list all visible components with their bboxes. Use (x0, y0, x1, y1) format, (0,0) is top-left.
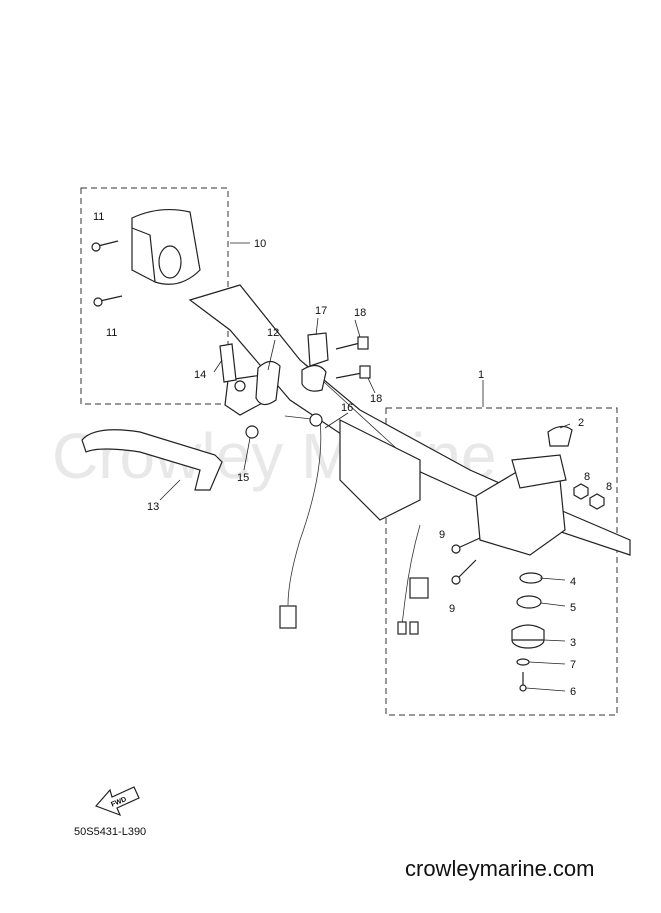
callout-17: 17 (315, 305, 327, 317)
callout-4: 4 (570, 576, 576, 588)
leader-lines (159, 242, 571, 692)
nut-8-left (573, 483, 589, 500)
callout-8-left: 8 (584, 471, 590, 483)
website-link[interactable]: crowleymarine.com (405, 856, 595, 881)
screw-9-upper (451, 537, 481, 554)
fwd-arrow-icon: FWD (94, 786, 140, 817)
screw-11-lower (93, 295, 123, 307)
switch-knob (511, 624, 545, 649)
screw-9-lower (451, 559, 477, 585)
diagram-code: 50S5431-L390 (74, 826, 147, 838)
bolt-18-lower (335, 365, 371, 379)
callout-13: 13 (147, 501, 159, 513)
callout-2: 2 (578, 417, 584, 429)
clamp (255, 360, 281, 406)
washer-4 (519, 572, 543, 584)
callout-16: 16 (341, 402, 353, 414)
callout-11-lower: 11 (106, 327, 117, 339)
callout-15: 15 (237, 472, 249, 484)
screw-6 (519, 672, 527, 692)
bolt-18-upper (335, 336, 369, 350)
washer-5 (516, 595, 542, 609)
button-cap (547, 425, 573, 447)
callout-9-lower: 9 (449, 603, 455, 615)
handlebar (188, 284, 631, 556)
callout-3: 3 (570, 637, 576, 649)
callout-5: 5 (570, 602, 576, 614)
callout-9-upper: 9 (439, 529, 445, 541)
callout-1: 1 (478, 369, 484, 381)
callout-8-right: 8 (606, 481, 612, 493)
wire-harness (279, 413, 323, 629)
switch-cover (131, 208, 201, 285)
screw-11-upper (91, 240, 119, 252)
callout-14: 14 (194, 369, 206, 381)
callout-18-lower: 18 (370, 393, 382, 405)
callout-7: 7 (570, 659, 576, 671)
callout-11-upper: 11 (93, 211, 104, 223)
lever (81, 429, 223, 491)
washer-7 (516, 658, 530, 666)
group-box-switch-assembly (385, 407, 618, 716)
callout-12: 12 (267, 327, 279, 339)
switch-housing (397, 454, 567, 635)
callout-18-upper: 18 (354, 307, 366, 319)
callout-6: 6 (570, 686, 576, 698)
holder (301, 332, 329, 392)
nut-8-right (589, 493, 605, 510)
callout-10: 10 (254, 238, 266, 250)
